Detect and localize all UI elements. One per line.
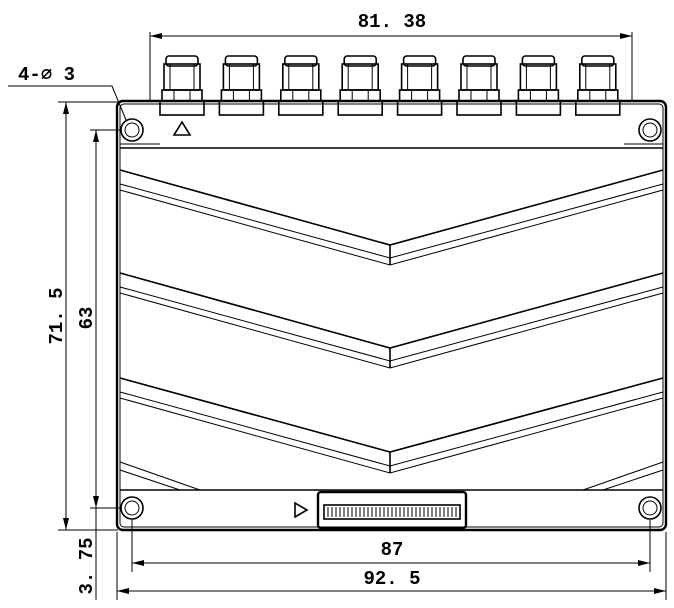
rf-connector (277, 55, 324, 116)
rf-connector (337, 55, 384, 116)
hole-callout-label: 4-∅ 3 (18, 64, 75, 86)
mounting-hole-bottom-right (638, 496, 662, 520)
mounting-hole-top-right (638, 118, 662, 142)
bottom-strip (119, 461, 664, 491)
dimension-hole-width-label: 87 (381, 539, 404, 561)
dimension-hole-height: 63 (76, 129, 120, 509)
hole-callout: 4-∅ 3 (8, 64, 127, 121)
rf-connector (218, 55, 265, 116)
rf-connector (574, 55, 621, 116)
mounting-hole-bottom-left (120, 496, 144, 520)
dimension-overall-width: 92. 5 (116, 532, 667, 600)
rf-connector (515, 55, 562, 116)
chevron-ribs (119, 169, 664, 474)
rf-connector (456, 55, 502, 116)
dimension-hole-height-label: 63 (76, 307, 98, 330)
rf-connectors (159, 55, 621, 116)
dimension-overall-width-label: 92. 5 (363, 568, 420, 590)
edge-connector (316, 490, 468, 530)
dimension-overall-height: 71. 5 (46, 101, 118, 531)
triangle-up-marker (172, 120, 192, 136)
module-outline (115, 99, 668, 532)
rf-connector (159, 55, 205, 116)
dimension-hole-width: 87 (131, 520, 651, 572)
dimension-bottom-offset: 3. 75 (76, 508, 118, 600)
dimension-top-pitch: 81. 38 (149, 11, 633, 100)
triangle-right-marker (294, 501, 309, 519)
dimension-top-pitch-label: 81. 38 (358, 11, 426, 33)
rf-connector (396, 55, 443, 116)
mounting-hole-top-left (120, 118, 144, 142)
dimension-overall-height-label: 71. 5 (46, 287, 68, 344)
dimension-bottom-offset-label: 3. 75 (76, 537, 98, 594)
